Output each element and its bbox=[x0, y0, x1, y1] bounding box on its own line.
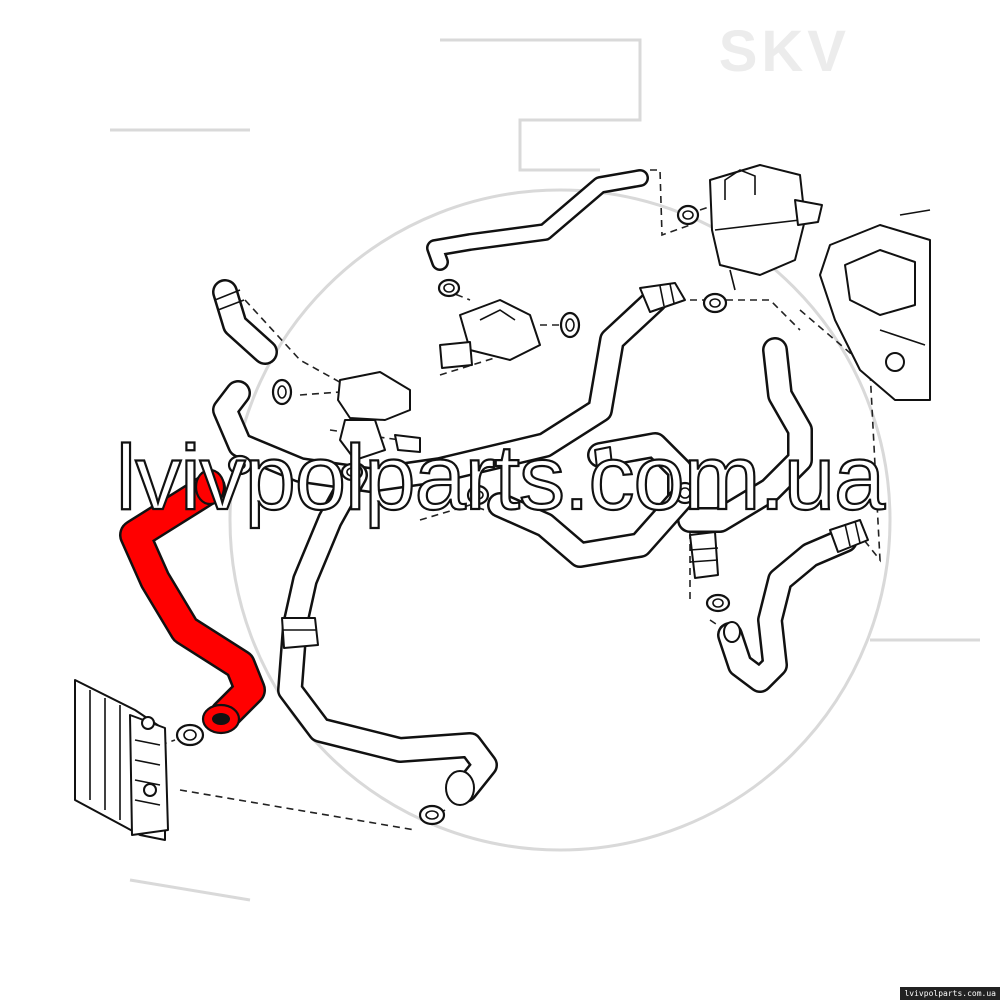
clamp-icon bbox=[559, 311, 581, 339]
bypass-hose bbox=[212, 279, 278, 365]
lower-middle-hose bbox=[487, 487, 693, 568]
quick-connector-top bbox=[639, 282, 686, 313]
clamp-icon bbox=[227, 454, 253, 476]
upper-heater-hose bbox=[426, 169, 649, 271]
heater-inlet-hose bbox=[677, 337, 813, 533]
right-lower-hose bbox=[717, 519, 869, 693]
clamp-icon bbox=[271, 378, 293, 406]
heater-core-housing bbox=[819, 209, 931, 401]
lower-heater-return-hose bbox=[212, 287, 668, 493]
clamp-icon bbox=[175, 723, 205, 747]
clamp-icon bbox=[340, 462, 364, 482]
corner-credit-label: lvivpolparts.com.ua bbox=[900, 987, 1000, 1000]
expansion-tank bbox=[709, 164, 823, 291]
small-fittings bbox=[594, 446, 741, 643]
clamp-icon bbox=[437, 278, 461, 298]
clamp-icon bbox=[673, 481, 697, 505]
clamp-icon bbox=[466, 484, 490, 506]
clamp-icon bbox=[676, 204, 700, 226]
coolant-outlet-flange bbox=[337, 371, 421, 461]
radiator-upper-hose bbox=[119, 468, 266, 735]
clamp-icon bbox=[705, 593, 731, 613]
background-watermark-shapes bbox=[110, 38, 980, 902]
website-watermark: lvivpolparts.com.ua bbox=[115, 427, 887, 529]
radiator-lower-hose bbox=[277, 462, 498, 806]
clamp-icon bbox=[702, 292, 728, 314]
hose-clamps bbox=[175, 204, 731, 826]
radiator bbox=[74, 679, 169, 841]
clamp-icon bbox=[418, 804, 446, 826]
thermostat-housing bbox=[439, 299, 541, 369]
brand-logo: SKV bbox=[718, 19, 850, 84]
